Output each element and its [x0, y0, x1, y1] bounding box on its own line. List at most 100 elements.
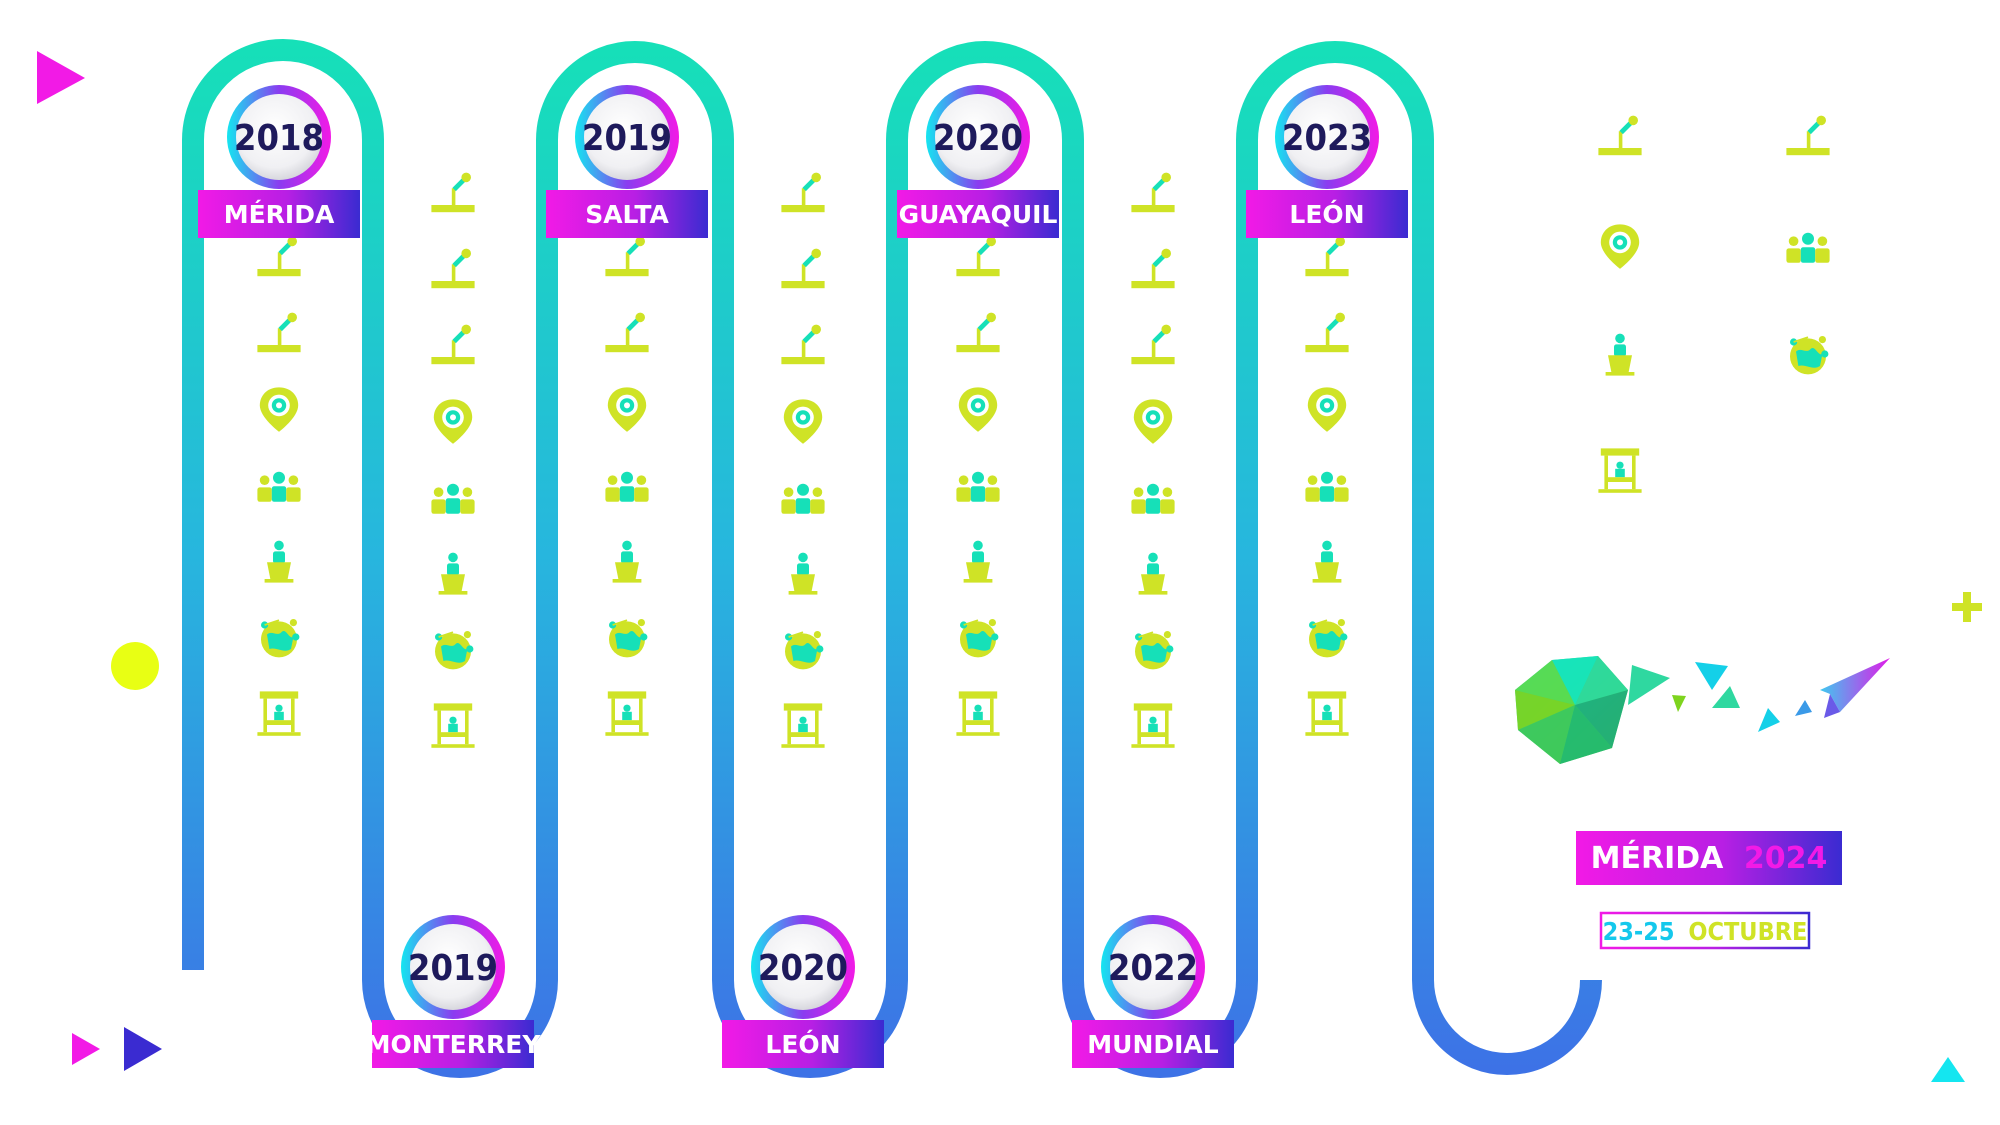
stop-city: GUAYAQUIL	[899, 200, 1058, 229]
microphone-stand-icon	[781, 249, 824, 289]
svg-text:23-25 OCTUBRE: 23-25 OCTUBRE	[1603, 917, 1808, 946]
cyan-triangle-icon	[1931, 1057, 1965, 1082]
microphone-stand-icon	[781, 173, 824, 213]
stop-city: LEÓN	[1289, 199, 1364, 229]
speaker-podium-icon	[963, 540, 993, 583]
speaker-podium-icon	[612, 540, 642, 583]
stop-city: SALTA	[585, 200, 669, 229]
group-icon	[1131, 483, 1175, 514]
stop-city: MUNDIAL	[1087, 1030, 1219, 1059]
lime-dot-icon	[111, 642, 159, 690]
node-disc	[584, 94, 670, 180]
location-gear-icon	[1307, 387, 1347, 432]
node-disc	[236, 94, 322, 180]
timeline-nodes: 2018MÉRIDA2019MONTERREY2019SALTA2020LEÓN…	[198, 73, 1408, 1068]
microphone-stand-icon	[956, 313, 999, 353]
event-dates-box	[1599, 911, 1811, 950]
microphone-stand-icon	[1598, 116, 1641, 156]
location-gear-icon	[1133, 399, 1173, 444]
stop-year: 2022	[1108, 948, 1198, 989]
booth-stand-icon	[781, 703, 825, 748]
globe-network-icon	[434, 630, 475, 671]
group-icon	[431, 483, 475, 514]
node-disc	[1110, 924, 1196, 1010]
location-gear-icon	[1600, 224, 1640, 269]
microphone-stand-icon	[1786, 116, 1829, 156]
stop-city: LEÓN	[765, 1029, 840, 1059]
microphone-stand-icon	[431, 325, 474, 365]
booth-stand-icon	[1131, 703, 1175, 748]
small-magenta-triangle-icon	[72, 1033, 100, 1065]
booth-stand-icon	[956, 691, 1000, 736]
blue-triangle-icon	[124, 1027, 162, 1071]
group-icon	[257, 471, 301, 502]
location-gear-icon	[259, 387, 299, 432]
group-icon	[956, 471, 1000, 502]
gem-logo-icon	[1515, 656, 1628, 764]
booth-stand-icon	[431, 703, 475, 748]
globe-network-icon	[959, 618, 1000, 659]
location-gear-icon	[433, 399, 473, 444]
booth-stand-icon	[1598, 448, 1642, 493]
microphone-stand-icon	[431, 173, 474, 213]
globe-network-icon	[608, 618, 649, 659]
microphone-stand-icon	[781, 325, 824, 365]
event-month: OCTUBRE	[1688, 917, 1807, 946]
node-disc	[760, 924, 846, 1010]
stop-label-box	[897, 190, 1059, 238]
event-title-box	[1576, 831, 1842, 885]
magenta-triangle-icon	[37, 51, 85, 104]
speaker-podium-icon	[1605, 333, 1635, 376]
booth-stand-icon	[1305, 691, 1349, 736]
group-icon	[1305, 471, 1349, 502]
globe-network-icon	[784, 630, 825, 671]
microphone-stand-icon	[1305, 237, 1348, 277]
speaker-podium-icon	[788, 552, 818, 595]
stop-year: 2023	[1282, 118, 1372, 159]
node-disc	[935, 94, 1021, 180]
speaker-podium-icon	[1312, 540, 1342, 583]
location-gear-icon	[958, 387, 998, 432]
globe-network-icon	[1789, 335, 1830, 376]
speaker-podium-icon	[264, 540, 294, 583]
group-icon	[781, 483, 825, 514]
event-city: MÉRIDA	[1591, 840, 1725, 876]
stop-year: 2018	[234, 118, 324, 159]
globe-network-icon	[260, 618, 301, 659]
speaker-podium-icon	[1138, 552, 1168, 595]
plus-icon	[1952, 592, 1982, 622]
location-gear-icon	[783, 399, 823, 444]
microphone-stand-icon	[605, 237, 648, 277]
stop-label-box	[1072, 1020, 1234, 1068]
booth-stand-icon	[605, 691, 649, 736]
microphone-stand-icon	[1131, 325, 1174, 365]
stop-label-box	[198, 190, 360, 238]
stop-year: 2020	[758, 948, 848, 989]
location-gear-icon	[607, 387, 647, 432]
microphone-stand-icon	[605, 313, 648, 353]
globe-network-icon	[1308, 618, 1349, 659]
stop-year: 2020	[933, 118, 1023, 159]
microphone-stand-icon	[1131, 249, 1174, 289]
svg-text:MÉRIDA 2024: MÉRIDA 2024	[1591, 840, 1828, 876]
event-year: 2024	[1744, 841, 1828, 876]
event-badge: MÉRIDA 2024 23-25 OCTUBRE	[1576, 831, 1842, 950]
node-disc	[410, 924, 496, 1010]
microphone-stand-icon	[431, 249, 474, 289]
stop-label-box	[1246, 190, 1408, 238]
stop-city: MÉRIDA	[224, 200, 335, 229]
microphone-stand-icon	[956, 237, 999, 277]
event-dates: 23-25	[1603, 917, 1675, 946]
stop-city: MONTERREY	[366, 1030, 542, 1059]
booth-stand-icon	[257, 691, 301, 736]
group-icon	[605, 471, 649, 502]
stop-year: 2019	[582, 118, 672, 159]
microphone-stand-icon	[1131, 173, 1174, 213]
